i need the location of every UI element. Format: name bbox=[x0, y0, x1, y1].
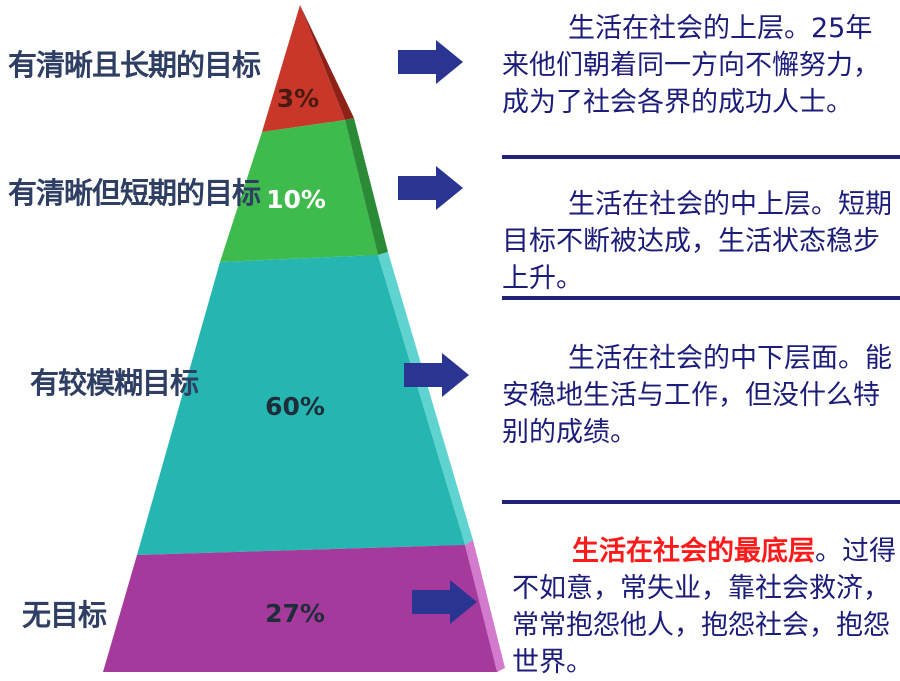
tier-bottom-side bbox=[465, 540, 505, 672]
desc-bottom-lead: 生活在社会的最底层 bbox=[572, 536, 815, 567]
arrow-right-icon bbox=[412, 580, 477, 624]
desc-lower-middle: 生活在社会的中下层面。能安稳地生活与工作，但没什么特别的成绩。 bbox=[502, 340, 898, 451]
desc-upper-middle-lead: 生活在社会的中上层。 bbox=[568, 189, 838, 220]
desc-upper-rest: 25年来他们朝着同一方向不懈努力，成为了社会各界的成功人士。 bbox=[502, 13, 880, 118]
arrow-right-icon bbox=[404, 353, 469, 397]
desc-upper: 生活在社会的上层。25年来他们朝着同一方向不懈努力，成为了社会各界的成功人士。 bbox=[502, 10, 898, 121]
tier-top-percent: 3% bbox=[277, 84, 319, 113]
tier-second-percent: 10% bbox=[266, 185, 326, 214]
divider bbox=[502, 500, 900, 504]
tier-third-shape bbox=[137, 255, 465, 555]
tier-top-side bbox=[300, 5, 354, 120]
desc-upper-middle: 生活在社会的中上层。短期目标不断被达成，生活状态稳步上升。 bbox=[502, 186, 898, 297]
level-label-long-term: 有清晰且长期的目标 bbox=[8, 48, 261, 82]
desc-upper-lead: 生活在社会的上层。 bbox=[568, 13, 811, 44]
tier-third-side bbox=[378, 252, 473, 545]
desc-lower-middle-rest: 能安稳地生活与工作，但没什么特别的成绩。 bbox=[502, 343, 892, 448]
tier-bottom-shape bbox=[103, 545, 497, 672]
tier-second-shape bbox=[220, 120, 378, 262]
tier-second-side bbox=[345, 118, 388, 255]
level-label-short-term: 有清晰但短期的目标 bbox=[8, 176, 261, 210]
level-label-none: 无目标 bbox=[22, 598, 107, 632]
tier-top-shape bbox=[262, 5, 345, 132]
tier-bottom-percent: 27% bbox=[265, 599, 325, 628]
divider bbox=[502, 155, 900, 159]
desc-lower-middle-lead: 生活在社会的中下层面。 bbox=[568, 343, 865, 374]
arrow-right-icon bbox=[398, 166, 463, 210]
desc-bottom: 生活在社会的最底层。过得不如意，常失业，靠社会救济，常常抱怨他人，抱怨社会，抱怨… bbox=[512, 533, 898, 681]
desc-upper-middle-rest: 短期目标不断被达成，生活状态稳步上升。 bbox=[502, 189, 892, 294]
desc-bottom-lead-suffix: 。 bbox=[815, 536, 842, 567]
desc-bottom-rest: 过得不如意，常失业，靠社会救济，常常抱怨他人，抱怨社会，抱怨世界。 bbox=[512, 536, 896, 678]
divider bbox=[502, 296, 900, 300]
tier-third-percent: 60% bbox=[265, 392, 325, 421]
arrow-right-icon bbox=[398, 40, 463, 84]
level-label-vague: 有较模糊目标 bbox=[30, 366, 199, 400]
